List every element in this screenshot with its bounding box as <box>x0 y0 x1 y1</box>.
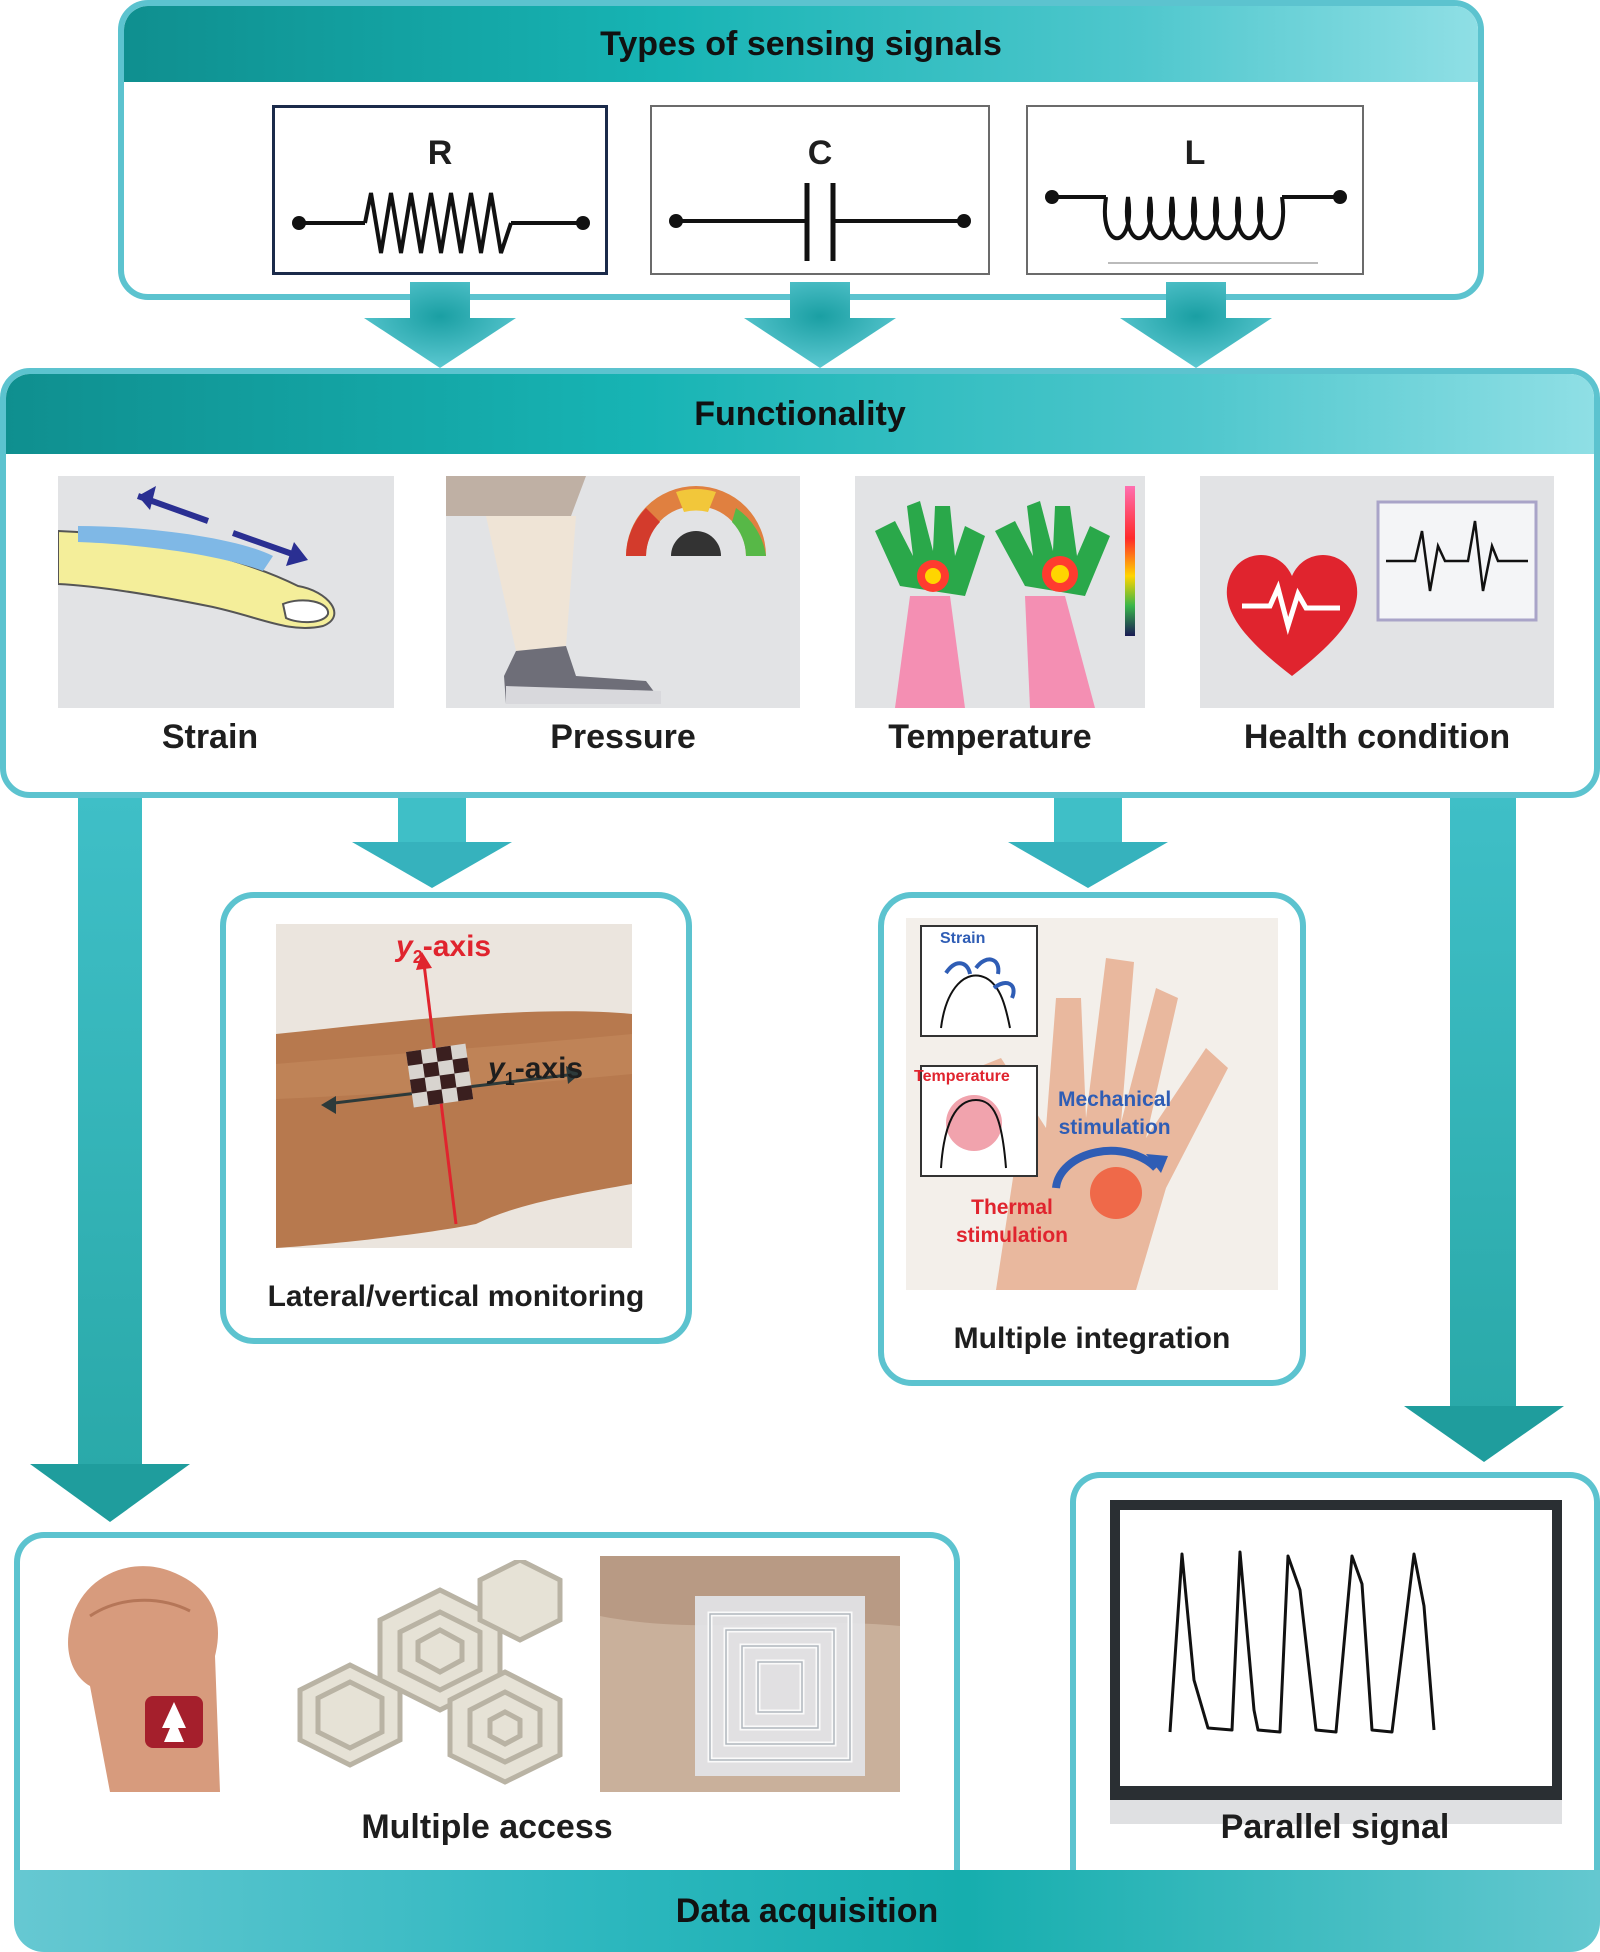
multiple-access-label: Multiple access <box>361 1808 613 1846</box>
temperature-inset-label: Temperature <box>914 1068 1010 1085</box>
arrow-capacitor-down <box>744 282 896 368</box>
monitor-stand <box>1110 1800 1562 1824</box>
square-coil-photo <box>600 1556 900 1792</box>
strain-inset-label: Strain <box>940 930 986 947</box>
thermal-line2: stimulation <box>956 1224 1069 1247</box>
capacitor-icon <box>669 183 971 261</box>
y2-axis-subscript: 2 <box>412 947 423 967</box>
y2-axis-suffix: -axis <box>422 930 492 963</box>
pressure-label: Pressure <box>550 718 696 756</box>
sensing-signals-header: Types of sensing signals <box>124 6 1478 82</box>
temperature-image <box>855 476 1145 708</box>
wrist-sensor-photo: y2-axis y1-axis <box>276 924 632 1248</box>
strain-image <box>58 476 394 708</box>
arrow-to-lateral-monitoring <box>352 798 512 888</box>
thermal-stimulation-label: Thermal stimulation <box>956 1194 1068 1250</box>
y2-axis-letter: y <box>396 930 413 963</box>
capacitor-box: C <box>650 105 990 275</box>
mechanical-line2: stimulation <box>1058 1116 1171 1139</box>
resistor-box: R <box>272 105 608 275</box>
thermal-line1: Thermal <box>971 1196 1053 1219</box>
mechanical-line1: Mechanical <box>1058 1088 1172 1111</box>
y1-axis-suffix: -axis <box>514 1052 584 1085</box>
capacitor-symbol-label: C <box>807 134 833 172</box>
finger-strain-icon <box>58 486 336 629</box>
data-acquisition-bar: Data acquisition <box>14 1870 1600 1952</box>
thermal-hands-icon <box>875 486 1135 708</box>
sensing-signals-title: Types of sensing signals <box>600 24 1002 63</box>
arrow-to-multiple-integration <box>1008 798 1168 888</box>
y1-axis-letter: y <box>488 1052 505 1085</box>
inductor-icon <box>1045 190 1347 264</box>
arrow-inductor-down <box>1120 282 1272 368</box>
strain-label: Strain <box>161 718 259 756</box>
parallel-signal-waveform <box>1168 1550 1436 1734</box>
resistor-icon <box>292 192 590 254</box>
y2-axis-label: y2-axis <box>396 930 491 968</box>
y1-axis-subscript: 1 <box>504 1069 515 1089</box>
inductor-symbol-label: L <box>1184 134 1206 172</box>
wrist-tattoo-photo <box>50 1556 260 1792</box>
resistor-symbol-label: R <box>427 134 453 172</box>
inductor-box: L <box>1026 105 1364 275</box>
health-image <box>1200 476 1554 708</box>
functionality-header: Functionality <box>6 374 1594 454</box>
hand-integration-photo: Strain Temperature Mechanical stimulatio… <box>906 918 1278 1290</box>
lateral-monitoring-label: Lateral/vertical monitoring <box>267 1280 645 1313</box>
temperature-label: Temperature <box>888 718 1092 756</box>
heart-monitor-icon <box>1226 500 1538 676</box>
monitor-screen <box>1110 1500 1562 1800</box>
parallel-signal-label: Parallel signal <box>1220 1808 1450 1846</box>
leg-pressure-icon <box>446 476 766 704</box>
multiple-integration-label: Multiple integration <box>953 1322 1231 1355</box>
pressure-image <box>446 476 800 708</box>
arrow-to-parallel-signal <box>1404 798 1564 1462</box>
hexagonal-coils-photo <box>290 1560 590 1796</box>
arrow-resistor-down <box>364 282 516 368</box>
functionality-title: Functionality <box>694 394 906 433</box>
arrow-to-multiple-access <box>30 798 190 1522</box>
health-condition-label: Health condition <box>1243 718 1511 756</box>
mechanical-stimulation-label: Mechanical stimulation <box>1058 1086 1171 1142</box>
y1-axis-label: y1-axis <box>488 1052 583 1090</box>
data-acquisition-title: Data acquisition <box>675 1891 939 1930</box>
